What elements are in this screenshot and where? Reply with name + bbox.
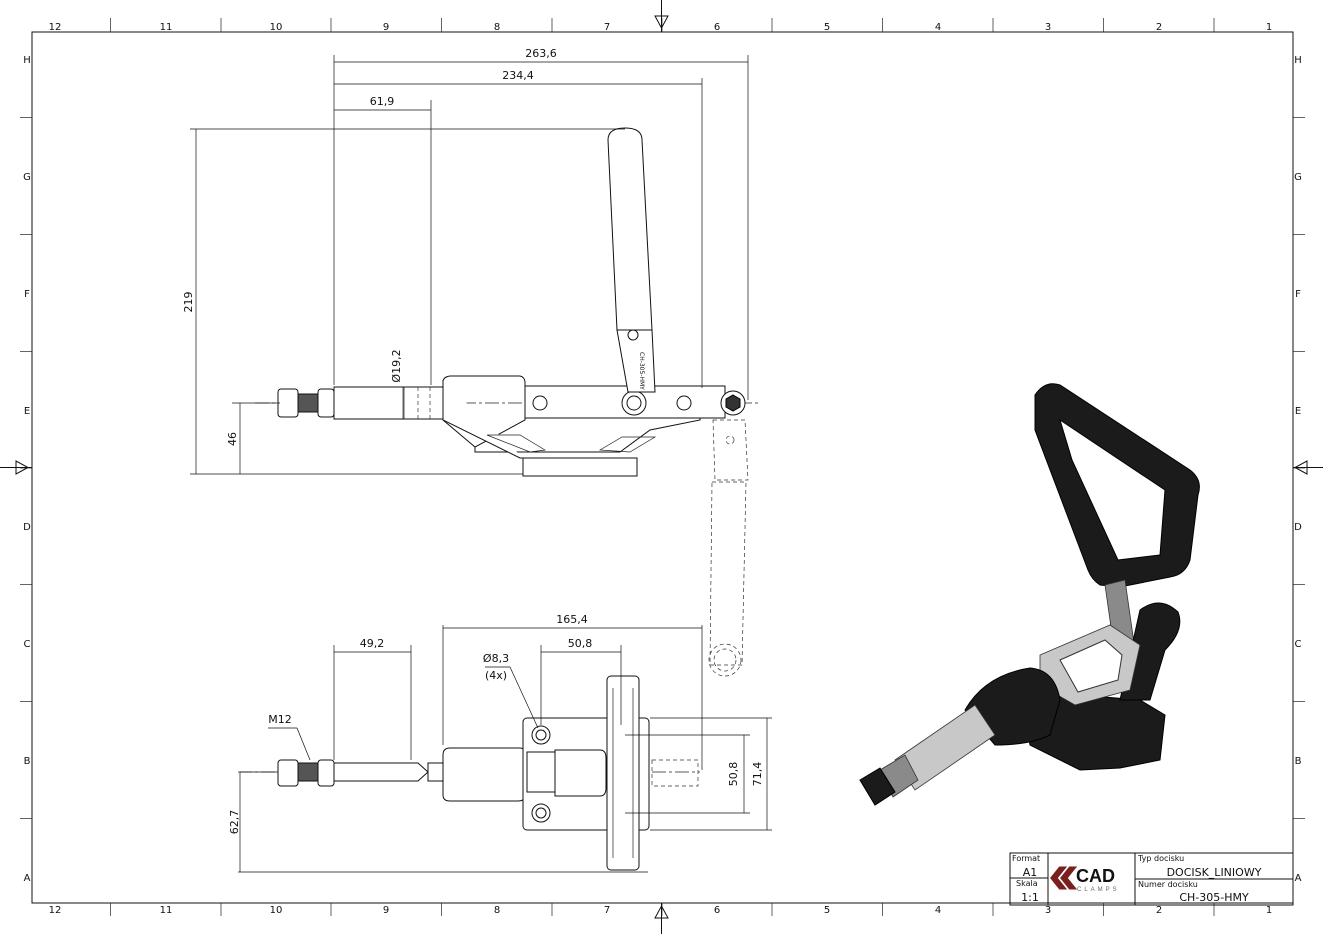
zone-row-label: C (1295, 639, 1302, 650)
top-view: 165,4 49,2 Ø8,3 (4x) 50,8 M12 62,7 50,8 … (228, 613, 772, 873)
zone-column-label: 2 (1156, 22, 1162, 33)
handle-arm (616, 329, 656, 393)
zone-column-label: 5 (824, 905, 830, 916)
arm-marking: CH-305-HMY (638, 352, 645, 390)
zone-row-label: C (24, 639, 31, 650)
zone-column-label: 1 (1266, 905, 1272, 916)
zone-column-label: 7 (604, 905, 610, 916)
dim-hole-diameter: Ø8,3 (483, 652, 509, 665)
zone-row-label: H (23, 55, 31, 66)
zone-column-label: 6 (714, 905, 720, 916)
side-view: CH-305-HMY 263,6 234,4 61,9 219 Ø19,2 46 (182, 47, 760, 677)
zone-column-label: 3 (1045, 905, 1051, 916)
lock-nut (317, 388, 335, 418)
dim-total-height: 219 (182, 292, 195, 313)
zone-row-label: G (23, 172, 31, 183)
zone-column-label: 12 (49, 22, 62, 33)
dim-hole-spacing-y: 50,8 (727, 762, 740, 787)
zone-row-label: F (1295, 289, 1301, 300)
dim-length: 165,4 (556, 613, 588, 626)
type-label: Typ docisku (1137, 854, 1184, 863)
format-value: A1 (1023, 866, 1038, 879)
scale-value: 1:1 (1021, 891, 1039, 904)
zone-column-label: 3 (1045, 22, 1051, 33)
zone-column-label: 5 (824, 22, 830, 33)
plunger (333, 386, 445, 420)
handle-phantom (709, 481, 747, 666)
zone-column-label: 1 (1266, 22, 1272, 33)
dim-axis-height: 46 (226, 432, 239, 446)
zone-row-label: E (24, 406, 30, 417)
zone-row-label: F (24, 289, 30, 300)
dim-plunger-extension: 61,9 (370, 95, 395, 108)
zone-column-label: 4 (935, 22, 941, 33)
zone-row-label: H (1294, 55, 1302, 66)
dim-pivot-length: 234,4 (502, 69, 534, 82)
svg-text:CAD: CAD (1076, 866, 1115, 886)
zone-column-label: 11 (160, 905, 173, 916)
isometric-view (859, 383, 1200, 806)
dim-overall-length: 263,6 (525, 47, 557, 60)
dim-plunger-diameter: Ø19,2 (390, 349, 403, 382)
zone-column-label: 10 (270, 22, 283, 33)
zone-row-label: A (24, 873, 31, 884)
dim-base-width: 71,4 (751, 762, 764, 787)
zone-column-label: 12 (49, 905, 62, 916)
dim-thread: M12 (268, 713, 292, 726)
zone-column-label: 2 (1156, 905, 1162, 916)
scale-label: Skala (1016, 879, 1038, 888)
svg-text:CLAMPS: CLAMPS (1077, 887, 1120, 893)
dim-hole-count: (4x) (485, 669, 507, 682)
number-value: CH-305-HMY (1179, 891, 1249, 904)
number-label: Numer docisku (1138, 880, 1198, 889)
zone-column-label: 9 (383, 905, 389, 916)
dim-thread-length: 49,2 (360, 637, 385, 650)
bolt-head (277, 388, 299, 418)
zone-row-label: B (1295, 756, 1302, 767)
zone-row-label: E (1295, 406, 1301, 417)
format-label: Format (1012, 854, 1040, 863)
dim-axis-offset: 62,7 (228, 810, 241, 835)
zone-column-label: 11 (160, 22, 173, 33)
type-value: DOCISK_LINIOWY (1167, 866, 1262, 879)
threaded-rod (333, 762, 429, 782)
handle-top (606, 675, 640, 871)
zone-column-label: 8 (494, 22, 500, 33)
zone-column-label: 10 (270, 905, 283, 916)
zone-column-label: 6 (714, 22, 720, 33)
thread (297, 393, 319, 413)
zone-column-label: 7 (604, 22, 610, 33)
zone-column-label: 9 (383, 22, 389, 33)
cad-clamps-logo: CAD CLAMPS (1050, 866, 1120, 893)
zone-row-label: B (24, 756, 31, 767)
zone-row-label: A (1295, 873, 1302, 884)
zone-column-label: 4 (935, 905, 941, 916)
zone-column-label: 8 (494, 905, 500, 916)
zone-row-label: D (1294, 522, 1302, 533)
handle-grip (607, 127, 653, 331)
title-block: Format A1 Skala 1:1 CAD CLAMPS Typ docis… (1009, 852, 1294, 906)
dim-hole-spacing-x: 50,8 (568, 637, 593, 650)
zone-row-label: G (1294, 172, 1302, 183)
zone-row-label: D (23, 522, 31, 533)
